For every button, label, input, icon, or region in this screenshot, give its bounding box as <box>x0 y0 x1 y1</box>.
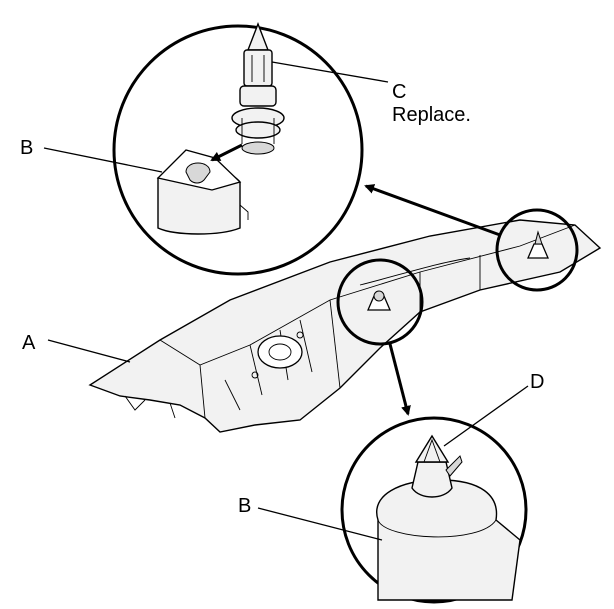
clip-on-panel-middle <box>367 290 391 311</box>
clip-d-bottom <box>411 434 463 498</box>
zoom-circle-right <box>495 208 579 292</box>
detail-circle-bottom <box>340 416 528 604</box>
leader-c <box>271 61 389 83</box>
zoom-circle-middle <box>336 258 424 346</box>
label-a: A <box>22 332 36 354</box>
clip-b-bottom <box>376 479 521 601</box>
arrow-to-bottom-detail <box>388 343 411 416</box>
clip-b-top <box>156 149 249 235</box>
leader-b-bottom <box>257 507 383 541</box>
mounting-boss-ellipse <box>257 335 303 369</box>
clip-c-top <box>231 22 285 155</box>
arrow-to-top-detail <box>364 184 501 237</box>
clip-on-panel-right <box>527 230 549 259</box>
label-d: D <box>530 371 544 393</box>
label-b-top: B <box>20 137 33 159</box>
label-b-bottom: B <box>238 495 251 517</box>
leader-d <box>443 385 529 447</box>
leader-b-top <box>43 147 163 173</box>
label-c-note: Replace. <box>392 104 471 126</box>
insert-arrow <box>210 143 243 162</box>
label-c: C <box>392 81 406 103</box>
detail-circle-top <box>112 24 364 276</box>
leader-a <box>47 339 131 363</box>
